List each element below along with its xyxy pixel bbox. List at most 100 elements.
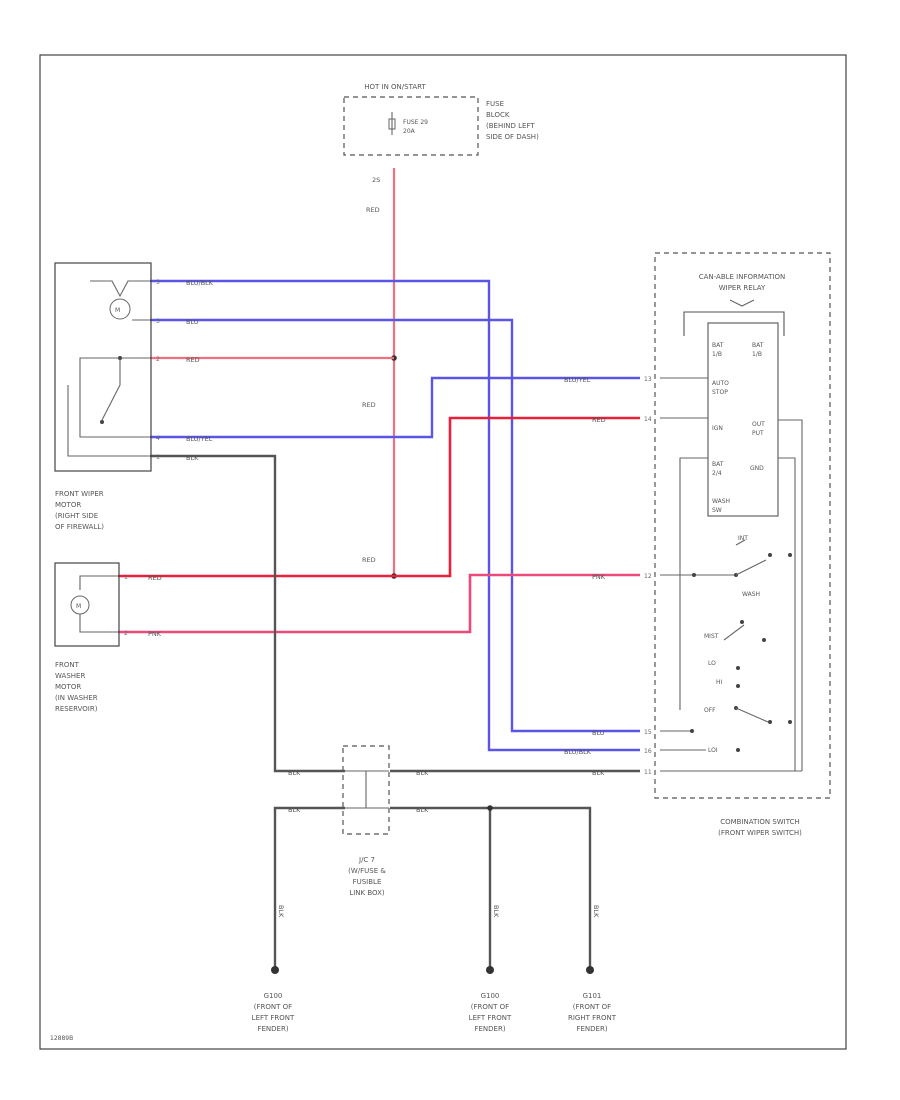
fuse-note-1: FUSE (486, 100, 504, 108)
front-wiper-motor: M 5 3 2 4 1 BLU/BLK BLU RED BLU/YEL BLK … (54, 262, 214, 531)
contact-g (768, 720, 772, 724)
junction-box-outline (342, 745, 390, 835)
fuse-pin-label: 2S (372, 176, 380, 184)
wire-pnk (118, 573, 640, 634)
relay-lbl-sw: SW (712, 507, 722, 514)
switch-wire-11: BLK (592, 769, 605, 777)
splice-dot-ground (487, 805, 493, 811)
switch-wire-16: BLU/BLK (564, 748, 592, 756)
wiper-pin-4: 4 (156, 435, 160, 442)
wiper-wire-2: RED (186, 356, 200, 364)
fuse-icon (388, 118, 396, 130)
splice-wire-label: RED (362, 401, 376, 409)
fuse-rating: 20A (403, 128, 416, 135)
fuse-number: FUSE 29 (403, 119, 428, 126)
switch-lbl-loi: LOI (708, 747, 718, 754)
washer-lead-1 (79, 575, 118, 590)
wiper-motor-icon (109, 298, 131, 320)
relay-lbl-bat2: BAT (752, 342, 764, 349)
relay-lbl-put: PUT (752, 430, 764, 437)
washer-motor-symbol: M (76, 603, 81, 610)
fuse-block-outline (343, 96, 479, 156)
junction-box-jc7: BLK BLK BLK BLK J/C 7 (W/FUSE & FUSIBLE … (288, 745, 429, 897)
washer-label-2: WASHER (55, 672, 85, 680)
wiper-motor-label-1: FRONT WIPER (55, 490, 104, 498)
switch-wire-15: BLU (592, 729, 605, 737)
switch-pin-16: 16 (644, 748, 652, 755)
jc-wire-3: BLK (288, 806, 301, 814)
ground-2-wire: BLK (492, 905, 500, 918)
diagram-code: 12889B (50, 1035, 73, 1042)
switch-lbl-wash: WASH (742, 591, 760, 598)
wiper-pin-3: 3 (156, 318, 160, 325)
wiper-wire-4: BLU/YEL (186, 435, 213, 443)
fuse-note-2: BLOCK (486, 111, 510, 119)
main-blade (735, 707, 769, 723)
fuse-note-4: SIDE OF DASH) (486, 133, 539, 141)
relay-lbl-out: OUT (752, 421, 765, 428)
jc-label-1: J/C 7 (358, 856, 375, 864)
ground-2-label-1: (FRONT OF (471, 1003, 509, 1011)
wire-blk-ground-3 (390, 806, 592, 968)
int-arrow (735, 539, 746, 546)
ground-1-id: G100 (264, 992, 283, 1000)
ground-1-wire: BLK (277, 905, 285, 918)
jc-wire-4: BLK (416, 806, 429, 814)
switch-pin-13: 13 (644, 376, 652, 383)
motor-lead-1 (67, 385, 150, 457)
wiper-motor-outline (54, 262, 152, 472)
washer-wire-2: PNK (148, 630, 162, 638)
wiper-pin-1: 1 (156, 454, 160, 461)
jc-label-2: (W/FUSE & (348, 867, 386, 875)
module-title-1: CAN-ABLE INFORMATION (699, 273, 786, 281)
relay-lbl-24: 2/4 (712, 470, 722, 477)
switch-pin-12: 12 (644, 573, 652, 580)
washer-motor-outline (54, 562, 120, 647)
diagram-frame (39, 54, 847, 1050)
wire-blk-ground-1 (273, 806, 345, 968)
front-washer-motor: M 1 2 RED PNK FRONT WASHER MOTOR (IN WAS… (54, 562, 162, 713)
relay-lbl-ign: IGN (712, 425, 723, 432)
relay-lbl-stop: STOP (712, 389, 728, 396)
ground-g101: BLK G101 (FRONT OF RIGHT FRONT FENDER) (568, 905, 617, 1033)
combination-switch-outline (654, 252, 831, 799)
wire-blu (150, 318, 640, 733)
wiper-pin-2: 2 (156, 356, 160, 363)
relay-top-loop (683, 311, 785, 336)
washer-label-3: MOTOR (55, 683, 81, 691)
wiper-wire-3: BLU (186, 318, 199, 326)
combination-switch-label-2: (FRONT WIPER SWITCH) (718, 829, 802, 837)
switch-pin-15: 15 (644, 729, 652, 736)
motor-lead-2 (79, 357, 150, 438)
washer-feed-wire-label: RED (362, 556, 376, 564)
jc-wire-2: BLK (416, 769, 429, 777)
contact-16 (736, 748, 740, 752)
switch-wire-13: BLU/YEL (564, 376, 591, 384)
jc-label-3: FUSIBLE (353, 878, 382, 886)
fuse-block-title: HOT IN ON/START (364, 83, 426, 91)
ground-g100-a: BLK G100 (FRONT OF LEFT FRONT FENDER) (252, 905, 295, 1033)
wiper-wire-1: BLK (186, 454, 199, 462)
contact-f (762, 638, 766, 642)
contact-hi (736, 684, 740, 688)
relay-lbl-bat1: BAT (712, 342, 724, 349)
switch-wire-14: RED (592, 416, 606, 424)
fuse-block: HOT IN ON/START FUSE 29 20A FUSE BLOCK (… (343, 83, 539, 214)
wiper-motor-label-4: OF FIREWALL) (55, 523, 104, 531)
relay-bat-lead (679, 457, 708, 710)
ground-3-id: G101 (583, 992, 602, 1000)
park-switch-arm (101, 358, 121, 421)
switch-lbl-off: OFF (704, 707, 716, 714)
combination-switch: CAN-ABLE INFORMATION WIPER RELAY BAT 1/B… (564, 252, 831, 837)
washer-label-4: (IN WASHER (55, 694, 98, 702)
wire-blu-blk (150, 279, 640, 752)
relay-coil (729, 299, 755, 307)
ground-1-label-2: LEFT FRONT (252, 1014, 295, 1022)
wire-blk-motor (150, 454, 345, 773)
ground-2-label-3: FENDER) (474, 1025, 505, 1033)
fuse-note-3: (BEHIND LEFT (486, 122, 535, 130)
relay-lbl-ib1: 1/B (712, 351, 722, 358)
switch-lbl-mist: MIST (704, 633, 719, 640)
switch-lbl-lo: LO (708, 660, 716, 667)
